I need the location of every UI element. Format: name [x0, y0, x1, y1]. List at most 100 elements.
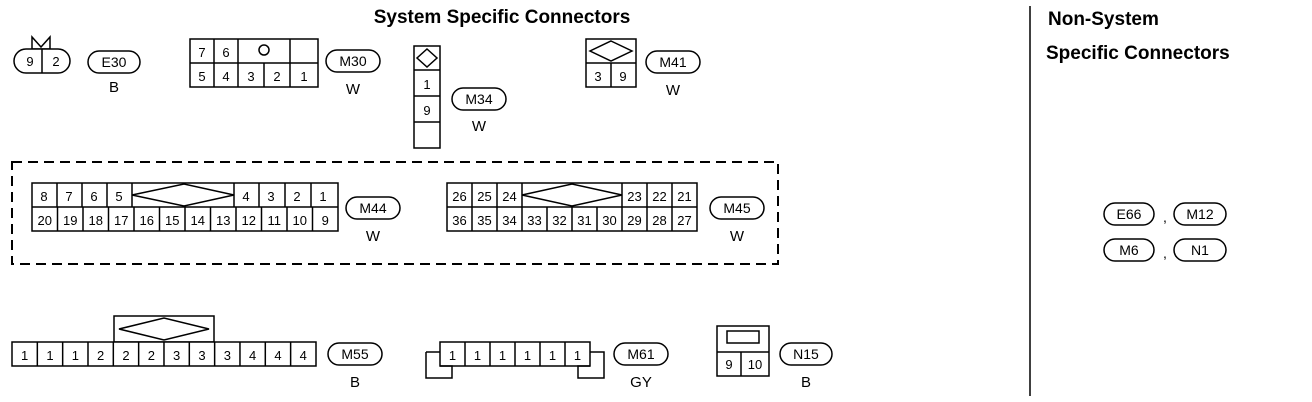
non-system-tag-oval: [1173, 238, 1227, 262]
non-system-tag-oval: [1173, 202, 1227, 226]
m45-pin: 30: [602, 213, 616, 228]
m55-pin: 2: [122, 348, 129, 363]
m41-tag-oval: [645, 50, 701, 74]
non-system-tag: M6: [1119, 242, 1139, 258]
m30-tag-oval: [325, 49, 381, 73]
m55-pin: 1: [72, 348, 79, 363]
m55-tag-oval: [327, 342, 383, 366]
m61-tag: M61: [627, 346, 654, 362]
m61-pin: 1: [574, 348, 581, 363]
n15-lock-icon: [726, 330, 760, 344]
m44-pin: 20: [38, 213, 52, 228]
m45-pin: 29: [627, 213, 641, 228]
m61-housing-outline: [425, 341, 605, 379]
m41-tag: M41: [659, 54, 686, 70]
m55-pin: 2: [148, 348, 155, 363]
m44-pin: 3: [267, 189, 274, 204]
n15-pin: 9: [725, 357, 732, 372]
m44-pin: 14: [191, 213, 205, 228]
m55-pin: 2: [97, 348, 104, 363]
non-system-separator: ,: [1163, 245, 1167, 261]
m44-pin: 7: [65, 189, 72, 204]
m44-pin: 19: [63, 213, 77, 228]
m30-color: W: [346, 81, 361, 98]
m55-pin: 1: [46, 348, 53, 363]
m55-pin: 3: [173, 348, 180, 363]
m45-pin: 26: [452, 189, 466, 204]
connector-m41: 3 9 M41 W: [585, 38, 701, 99]
m44-pin: 1: [319, 189, 326, 204]
non-system-tag: N1: [1191, 242, 1209, 258]
m44-pin: 16: [140, 213, 154, 228]
n15-color: B: [801, 374, 811, 391]
m45-pin: 32: [552, 213, 566, 228]
m55-pin: 4: [274, 348, 281, 363]
m44-tag: M44: [359, 200, 386, 216]
side-title-line2: Specific Connectors: [1046, 43, 1230, 64]
m44-pin: 10: [293, 213, 307, 228]
m55-key-icon: [118, 317, 210, 341]
m44-pin: 5: [115, 189, 122, 204]
non-system-tag-oval: [1103, 202, 1155, 226]
m44-pin: 11: [268, 213, 282, 228]
side-title-line1: Non-System: [1048, 9, 1159, 30]
m44-pin: 12: [242, 213, 256, 228]
non-system-tag-oval: [1103, 238, 1155, 262]
m44-pin: 2: [293, 189, 300, 204]
m44-pin: 9: [322, 213, 329, 228]
m45-pin: 25: [477, 189, 491, 204]
m45-color: W: [730, 228, 745, 245]
page-title: System Specific Connectors: [374, 7, 631, 28]
m45-pin: 28: [652, 213, 666, 228]
dashed-group-box: [11, 161, 779, 265]
m44-pin: 4: [242, 189, 249, 204]
m45-pin: 23: [627, 189, 641, 204]
m44-tag-oval: [345, 196, 401, 220]
m30-pin: 1: [300, 69, 307, 84]
m30-tag: M30: [339, 53, 366, 69]
m34-tag: M34: [465, 91, 492, 107]
m45-pin: 35: [477, 213, 491, 228]
m55-color: B: [350, 374, 360, 391]
m45-pin: 31: [577, 213, 591, 228]
m61-tag-oval: [613, 342, 669, 366]
m55-key-frame: [113, 315, 215, 343]
m45-pin: 33: [527, 213, 541, 228]
m61-pin: 1: [499, 348, 506, 363]
m41-key-icon: [588, 40, 634, 62]
m55-pin: 4: [300, 348, 307, 363]
m55-pin: 3: [224, 348, 231, 363]
m55-pin: 1: [21, 348, 28, 363]
connector-m30: 7 6 5 4 3 2 1 M30 W: [189, 38, 381, 98]
non-system-tag: M12: [1186, 206, 1213, 222]
e30-color: B: [109, 79, 119, 96]
m61-pin: 1: [524, 348, 531, 363]
m34-pin: 1: [423, 77, 430, 92]
m30-pin: 4: [222, 69, 229, 84]
e30-tag: E30: [102, 54, 127, 70]
connector-n15: 9 10 N15 B: [716, 325, 833, 391]
n15-tag: N15: [793, 346, 819, 362]
e30-pin: 2: [52, 54, 59, 69]
m44-pin: 13: [216, 213, 230, 228]
m30-lock-icon: [258, 44, 270, 56]
m30-pin: 6: [222, 45, 229, 60]
m55-tag: M55: [341, 346, 368, 362]
non-system-connectors: E66 , M12 M6 , N1: [1103, 202, 1227, 262]
m41-pin: 3: [594, 69, 601, 84]
m30-pin: 2: [273, 69, 280, 84]
m45-pin: 27: [677, 213, 691, 228]
m45-pin: 21: [677, 189, 691, 204]
e30-pin: 9: [26, 54, 33, 69]
m45-tag-oval: [709, 196, 765, 220]
m34-pin: 9: [423, 103, 430, 118]
m61-pin: 1: [474, 348, 481, 363]
m45-pin: 36: [452, 213, 466, 228]
m61-pin: 1: [549, 348, 556, 363]
m34-tag-oval: [451, 87, 507, 111]
